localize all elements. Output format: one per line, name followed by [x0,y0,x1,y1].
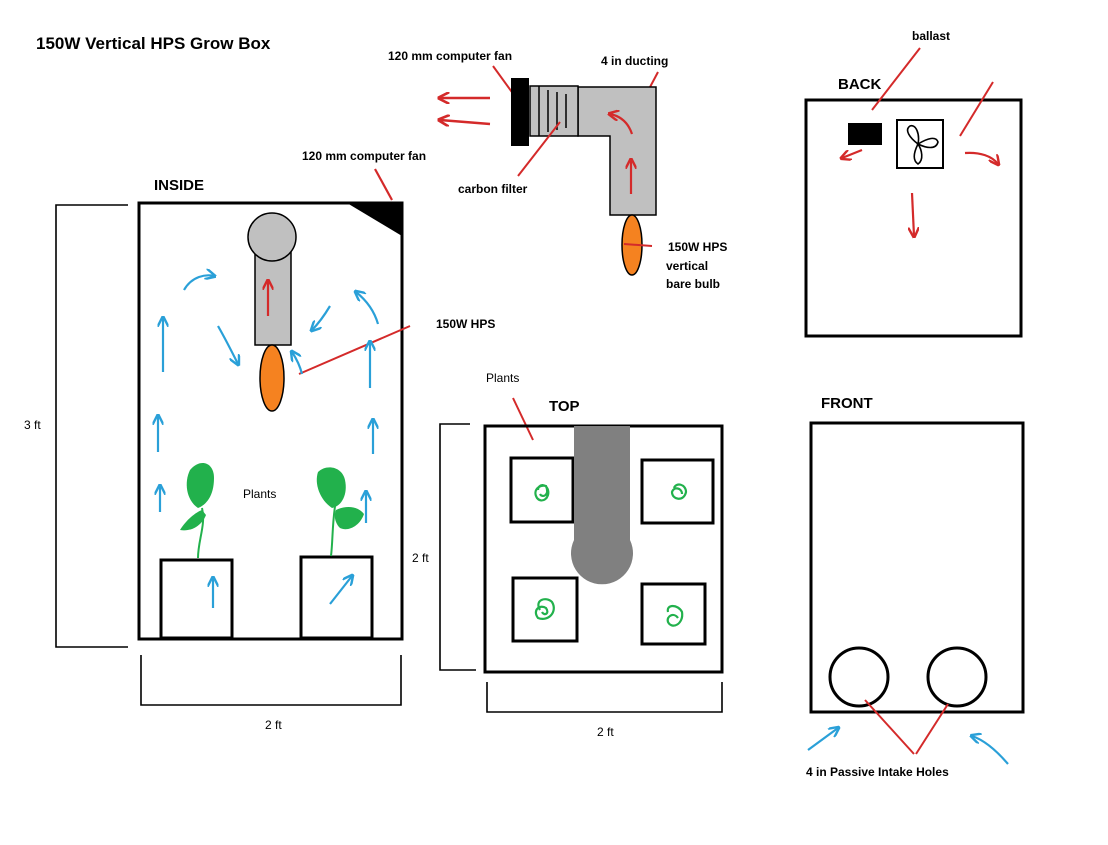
airflow-arrow [292,352,304,375]
top-pot [511,576,579,643]
top-plant [534,484,550,502]
top-depth-label: 2 ft [412,551,429,565]
hps-inside-label: 150W HPS [436,317,495,331]
top-width-dimension [486,682,723,713]
ducting-label: 4 in ducting [601,54,668,68]
top-width-label: 2 ft [597,725,614,739]
ballast-pointer [871,47,921,111]
front-view: FRONT 4 in Passive Intake Holes [806,395,1025,779]
top-plant [534,598,555,620]
inside-height-label: 3 ft [24,418,41,432]
fan-inside-label: 120 mm computer fan [302,149,426,163]
top-pot [640,458,715,525]
inside-hps-bulb [259,344,285,412]
top-depth-dimension [439,423,476,671]
fan-blades-icon [906,124,939,165]
back-red-arrow [964,151,998,164]
airflow-arrow [312,305,331,330]
inside-view-heading: INSIDE [154,177,204,194]
intake-hole-left [828,646,890,708]
ballast-label: ballast [912,29,950,43]
intake-airflow-arrow [972,736,1009,765]
plants-top-pointer [512,397,534,441]
hps-detail-label-2: vertical [666,259,708,273]
plants-top-label: Plants [486,371,519,385]
inside-width-label: 2 ft [265,718,282,732]
front-box-outline [809,421,1025,714]
l-duct [577,86,657,216]
inside-height-dimension [55,204,128,648]
inside-view: INSIDE 120 mm computer fan 150W HPS Plan… [24,149,495,732]
top-pot [640,582,707,646]
ballast-box [848,123,882,145]
intake-airflow-arrow [807,728,838,751]
back-fan [896,119,944,169]
back-pointer [959,81,994,137]
back-box-outline [804,98,1023,338]
airflow-arrow [217,325,238,364]
inside-pot-right [299,555,374,640]
inside-box-outline [137,201,404,641]
top-view: TOP Plants 2 ft 2 ft [412,371,724,739]
back-view-heading: BACK [838,76,881,93]
fan-inside-pointer [374,168,393,201]
exhaust-fan [511,78,529,146]
inside-width-dimension [140,655,402,706]
exhaust-red-arrow [440,120,491,124]
diagram-title: 150W Vertical HPS Grow Box [36,34,271,53]
airflow-arrow [356,292,380,325]
top-view-heading: TOP [549,398,580,415]
hps-detail-label-3: bare bulb [666,277,720,291]
airflow-arrow [183,275,214,291]
inside-plant-left [180,463,214,559]
hps-detail-label-1: 150W HPS [668,240,727,254]
carbon-filter [529,85,579,137]
carbon-filter-pointer [517,121,561,177]
intake-pointer [915,703,949,755]
detail-hps-pointer [623,243,653,247]
airflow-arrow [329,576,352,605]
intake-pointer [864,699,915,755]
inside-plant-right [316,467,364,557]
inside-duct-top [247,212,297,262]
back-red-arrow [912,192,914,236]
back-view: BACK ballast [804,29,1023,338]
back-red-arrow [842,148,863,158]
intake-hole-right [926,646,988,708]
plants-inside-label: Plants [243,487,276,501]
carbon-filter-label: carbon filter [458,182,528,196]
top-plant [666,604,684,627]
hps-inside-pointer [298,325,411,375]
top-pot [509,456,575,524]
fan-exhaust-label: 120 mm computer fan [388,49,512,63]
front-view-heading: FRONT [821,395,873,412]
inside-corner-fan [347,203,402,236]
inside-pot-left [159,558,234,640]
top-plant [670,483,688,500]
duct-red-arrow [610,114,634,135]
exhaust-detail: 120 mm computer fan 4 in ducting carbon … [388,49,727,291]
top-duct [571,426,633,585]
intake-holes-label: 4 in Passive Intake Holes [806,765,949,779]
